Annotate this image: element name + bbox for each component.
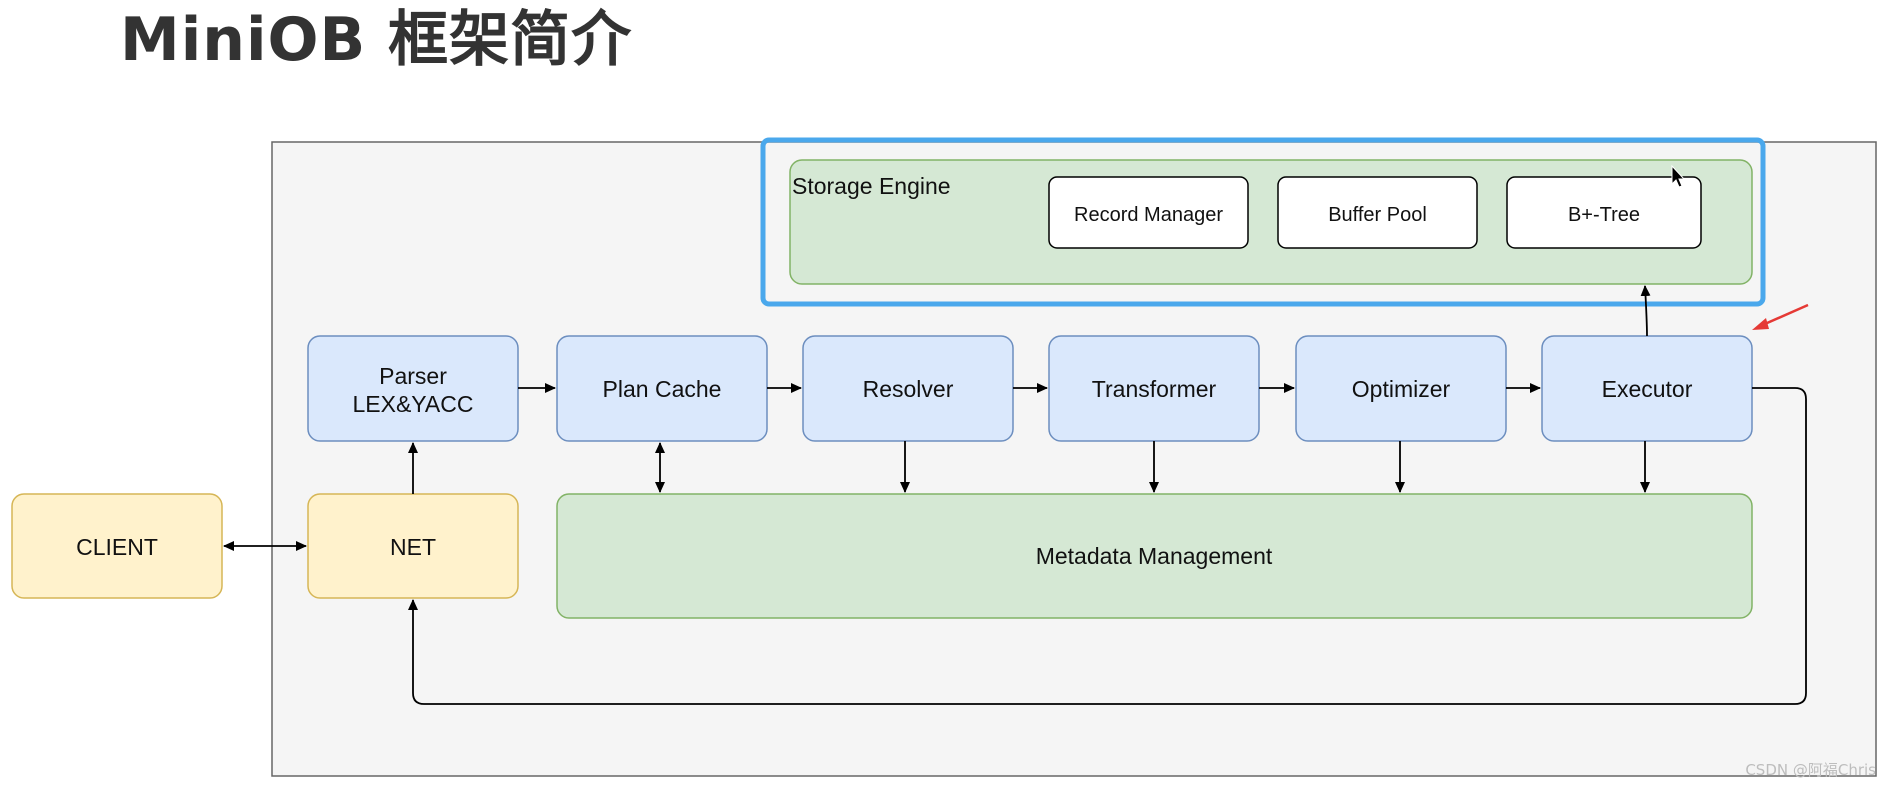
parser-label-line2: LEX&YACC: [352, 391, 473, 417]
transformer-label: Transformer: [1092, 376, 1217, 402]
parser-label-line1: Parser: [379, 363, 447, 389]
resolver-label: Resolver: [863, 376, 954, 402]
optimizer-label: Optimizer: [1352, 376, 1451, 402]
page-title: MiniOB 框架简介: [120, 5, 633, 75]
storage-engine-highlight-frame: [760, 137, 1766, 307]
arrow-executor-return-to-net: [408, 387, 1807, 705]
pipeline-arrows: [223, 285, 1807, 705]
annotation-arrow: [1752, 303, 1809, 330]
buffer-pool-box: [1277, 176, 1478, 249]
arrow-executor-to-storage-engine: [1640, 285, 1651, 337]
btree-box: [1506, 176, 1702, 249]
metadata-management-label: Metadata Management: [1036, 543, 1273, 569]
mouse-cursor-icon: [1671, 164, 1686, 188]
client-box: [11, 493, 223, 599]
watermark: CSDN @阿福Chris: [1745, 761, 1876, 779]
plan-cache-label: Plan Cache: [603, 376, 722, 402]
btree-label: B+-Tree: [1568, 204, 1640, 226]
storage-engine-label: Storage Engine: [792, 173, 951, 199]
buffer-pool-label: Buffer Pool: [1328, 204, 1427, 226]
client-label: CLIENT: [76, 534, 158, 560]
net-label: NET: [390, 534, 436, 560]
metadata-management-box: [556, 493, 1753, 619]
record-manager-box: [1048, 176, 1249, 249]
record-manager-label: Record Manager: [1074, 204, 1223, 226]
executor-label: Executor: [1602, 376, 1693, 402]
